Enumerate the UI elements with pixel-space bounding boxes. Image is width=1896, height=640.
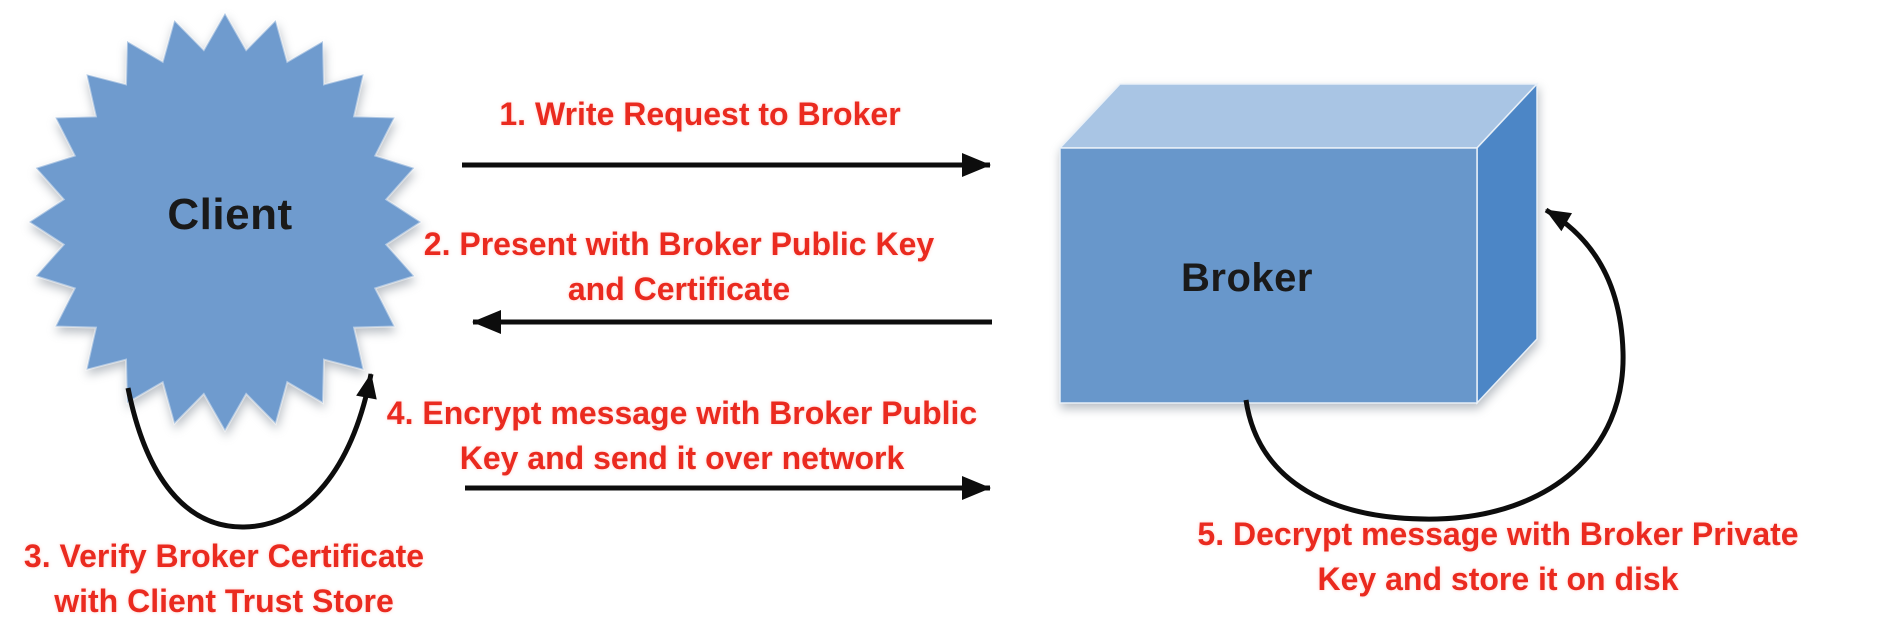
- step2-line1: 2. Present with Broker Public Key: [423, 226, 935, 262]
- broker-box-top-face: [1058, 83, 1539, 149]
- broker-box-front-face: [1059, 147, 1478, 404]
- arrow-step5-broker-self-loop: [1243, 207, 1626, 522]
- step4-line1: 4. Encrypt message with Broker Public: [386, 395, 978, 431]
- step4-line2: Key and send it over network: [459, 440, 905, 476]
- step2-line2: and Certificate: [567, 271, 791, 307]
- client-starburst-shape: [27, 10, 423, 434]
- step5-line2: Key and store it on disk: [1317, 561, 1679, 597]
- step5-label: 5. Decrypt message with Broker Private K…: [1197, 512, 1798, 602]
- arrow-step3-client-self-loop: [125, 373, 377, 530]
- step4-label: 4. Encrypt message with Broker Public Ke…: [387, 391, 977, 481]
- step2-label: 2. Present with Broker Public Key and Ce…: [424, 222, 934, 312]
- client-label: Client: [167, 190, 293, 239]
- step3-line2: with Client Trust Store: [54, 583, 394, 619]
- step1-line1: 1. Write Request to Broker: [499, 96, 901, 132]
- broker-label: Broker: [1181, 256, 1313, 300]
- step3-line1: 3. Verify Broker Certificate: [23, 538, 425, 574]
- broker-box-shape: [1058, 82, 1539, 405]
- step3-label: 3. Verify Broker Certificate with Client…: [24, 534, 424, 624]
- step1-label: 1. Write Request to Broker: [499, 92, 900, 137]
- step5-line1: 5. Decrypt message with Broker Private: [1197, 516, 1799, 552]
